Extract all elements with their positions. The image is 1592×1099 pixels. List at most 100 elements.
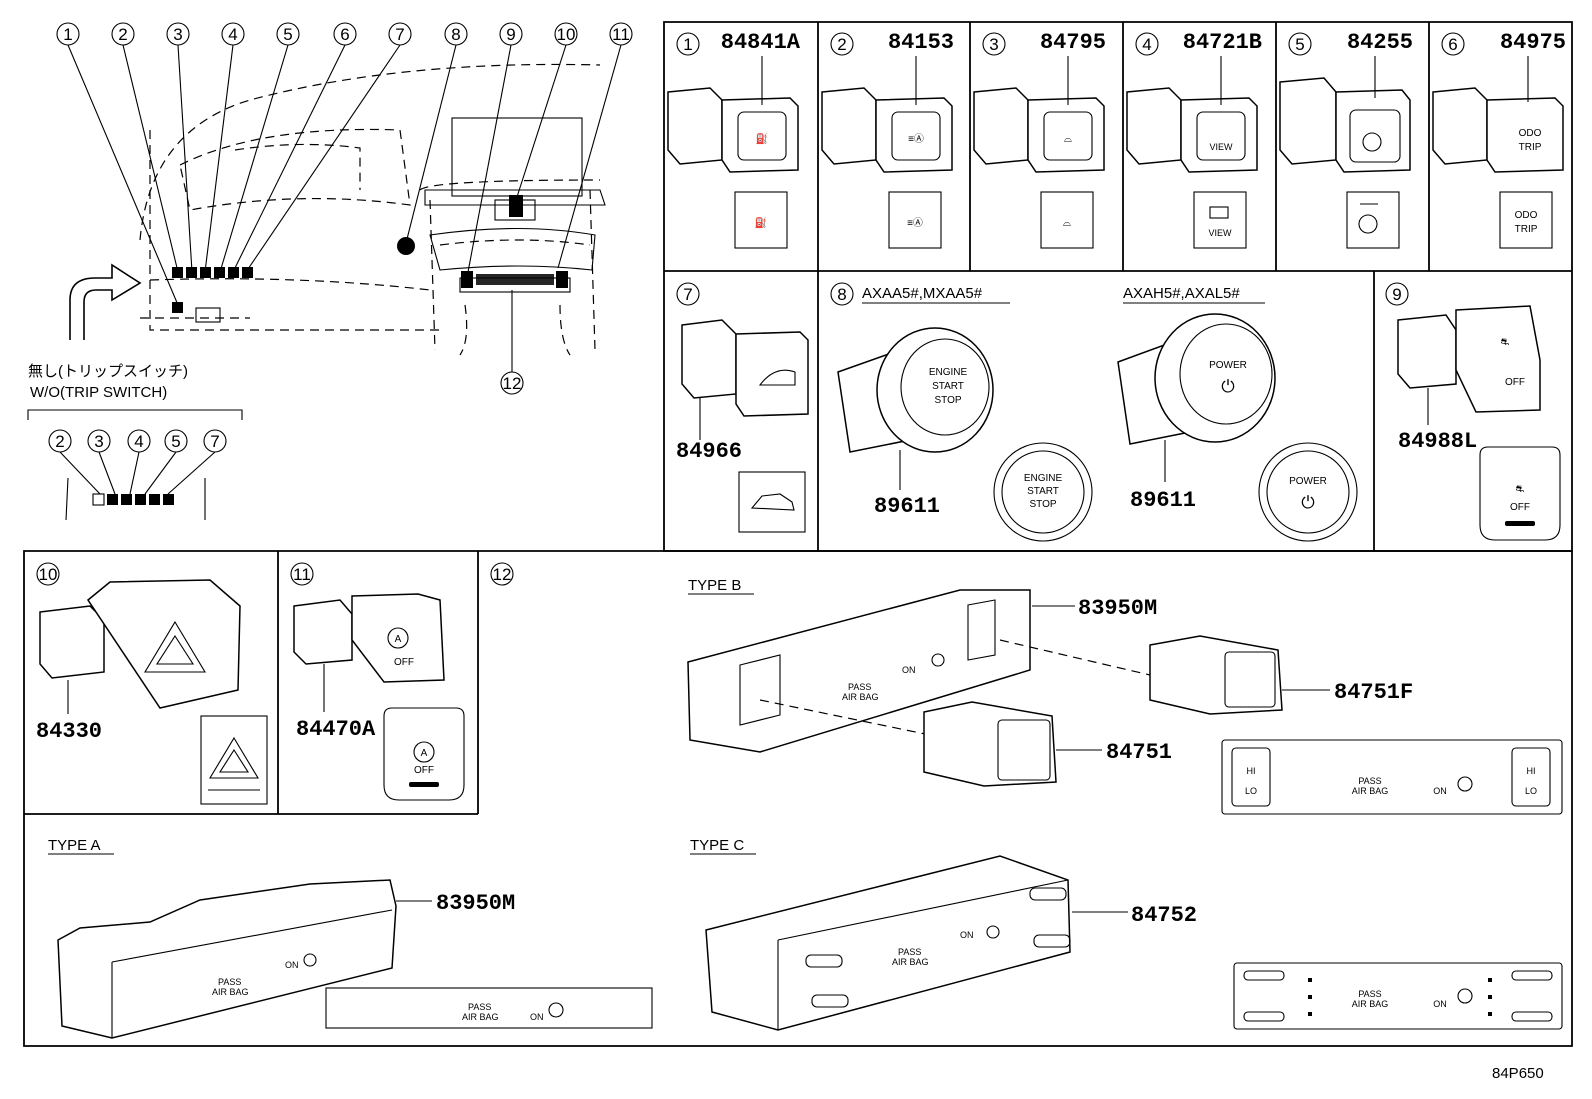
- part-number-84988L: 84988L: [1398, 429, 1477, 454]
- wiper-deicer-icon: ⌓: [1064, 134, 1072, 145]
- dashboard-overview: 1 2 3 4 5 6 7 8 9 10 11 12: [27, 22, 633, 521]
- power-label: POWER: [1209, 360, 1247, 371]
- svg-text:10: 10: [39, 565, 58, 584]
- start-label: START: [932, 381, 964, 392]
- svg-text:5: 5: [171, 432, 180, 451]
- fuel-door-icon: ⛽: [755, 216, 767, 229]
- airbag-label: AIR BAG: [892, 957, 929, 967]
- on-label: ON: [1433, 999, 1447, 1009]
- engine-label: ENGINE: [929, 367, 968, 378]
- no-trip-switch-label: W/O(TRIP SWITCH): [30, 384, 167, 401]
- callout-9: 9: [506, 25, 515, 44]
- part-number-84966: 84966: [676, 439, 742, 464]
- callout-7: 7: [395, 25, 404, 44]
- callout-12: 12: [503, 374, 522, 393]
- steering-heater-icon: [1358, 214, 1378, 234]
- part-number-84795: 84795: [1040, 30, 1106, 55]
- seat-heater-switch-left: [923, 701, 1057, 787]
- type-a-label: TYPE A: [48, 837, 101, 854]
- camera-view-label: VIEW: [1209, 142, 1233, 152]
- svg-text:4: 4: [134, 432, 143, 451]
- part-number-89611-b: 89611: [1130, 488, 1196, 513]
- type-a-face: [325, 987, 653, 1029]
- headlight-leveling-icon: ≡Ⓐ: [907, 217, 923, 229]
- part-number-84153: 84153: [888, 30, 954, 55]
- part-number-83950M-a: 83950M: [436, 891, 515, 916]
- off-label: OFF: [1510, 502, 1530, 513]
- callout-4: 4: [228, 25, 237, 44]
- airbag-label: AIR BAG: [212, 987, 249, 997]
- power-icon: ⏻: [1221, 377, 1235, 396]
- lo-label: LO: [1525, 786, 1537, 796]
- trip-label: TRIP: [1515, 224, 1538, 235]
- wiper-deicer-icon: ⌓: [1063, 218, 1071, 229]
- cell-3: 3 84795 ⌓ ⌓: [973, 30, 1106, 249]
- airbag-off-icon: [931, 653, 945, 667]
- type-a-panel: [57, 879, 397, 1039]
- svg-text:5: 5: [1295, 35, 1304, 54]
- svg-text:9: 9: [1392, 285, 1401, 304]
- hazard-icon: [144, 620, 206, 673]
- svg-text:7: 7: [210, 432, 219, 451]
- part-number-84470A: 84470A: [296, 717, 376, 742]
- trip-label: TRIP: [1519, 142, 1542, 153]
- pass-label: PASS: [1358, 989, 1381, 999]
- svg-text:11: 11: [293, 565, 311, 584]
- odo-label: ODO: [1519, 128, 1542, 139]
- callout-10: 10: [557, 25, 576, 44]
- type-b-face: [1221, 739, 1563, 815]
- part-number-83950M-b: 83950M: [1078, 596, 1157, 621]
- diagram-code: 84P650: [1492, 1065, 1544, 1082]
- camera-view-label: VIEW: [1208, 228, 1232, 238]
- airbag-off-icon: [303, 953, 317, 967]
- callout-3: 3: [173, 25, 182, 44]
- svg-text:2: 2: [55, 432, 64, 451]
- hi-label: HI: [1527, 766, 1536, 776]
- traction-control-icon: ⛐: [1501, 337, 1510, 348]
- on-label: ON: [530, 1012, 544, 1022]
- type-c-panel: [705, 855, 1071, 1031]
- svg-text:7: 7: [683, 285, 692, 304]
- part-number-84330: 84330: [36, 719, 102, 744]
- no-trip-switch-jp-label: 無し(トリップスイッチ): [28, 363, 188, 380]
- svg-text:2: 2: [837, 35, 846, 54]
- airbag-label: AIR BAG: [1352, 999, 1389, 1009]
- off-label: OFF: [1505, 377, 1525, 388]
- power-label: POWER: [1289, 476, 1327, 487]
- svg-text:3: 3: [94, 432, 103, 451]
- type-b-panel: [687, 589, 1031, 753]
- callout-11: 11: [612, 25, 630, 44]
- callout-8: 8: [451, 25, 460, 44]
- on-label: ON: [285, 960, 299, 970]
- type-c-face: [1233, 962, 1563, 1030]
- trip-variant-callouts: 2 3 4 5 7: [48, 429, 227, 453]
- pass-label: PASS: [468, 1002, 491, 1012]
- svg-text:3: 3: [989, 35, 998, 54]
- type-b-label: TYPE B: [688, 577, 741, 594]
- hi-label: HI: [1247, 766, 1256, 776]
- traction-control-icon: ⛐: [1516, 484, 1525, 495]
- cell-4: 4 84721B VIEW VIEW: [1126, 30, 1262, 249]
- part-number-84751F: 84751F: [1334, 680, 1413, 705]
- pass-label: PASS: [848, 682, 871, 692]
- svg-text:12: 12: [493, 565, 512, 584]
- overview-callouts: 1 2 3 4 5 6 7 8 9 10 11 12: [56, 22, 633, 395]
- lo-label: LO: [1245, 786, 1257, 796]
- variant-a-label: AXAA5#,MXAA5#: [862, 285, 983, 302]
- odo-label: ODO: [1515, 210, 1538, 221]
- fuel-door-icon: ⛽: [756, 132, 768, 145]
- switch-markers: [172, 195, 568, 323]
- part-number-84721B: 84721B: [1183, 30, 1262, 55]
- part-number-89611-a: 89611: [874, 494, 940, 519]
- on-label: ON: [1433, 786, 1447, 796]
- rear-hatch-icon: [750, 493, 795, 511]
- airbag-off-icon: [1457, 988, 1473, 1004]
- airbag-off-icon: [548, 1002, 564, 1018]
- overview-leaders: [67, 44, 622, 372]
- pass-label: PASS: [898, 947, 921, 957]
- part-number-84255: 84255: [1347, 30, 1413, 55]
- power-icon: ⏻: [1301, 493, 1315, 512]
- type-a: TYPE A PASS AIR BAG ON 83950M PASS AIR B…: [48, 837, 653, 1039]
- panel-frames: [23, 21, 1573, 1047]
